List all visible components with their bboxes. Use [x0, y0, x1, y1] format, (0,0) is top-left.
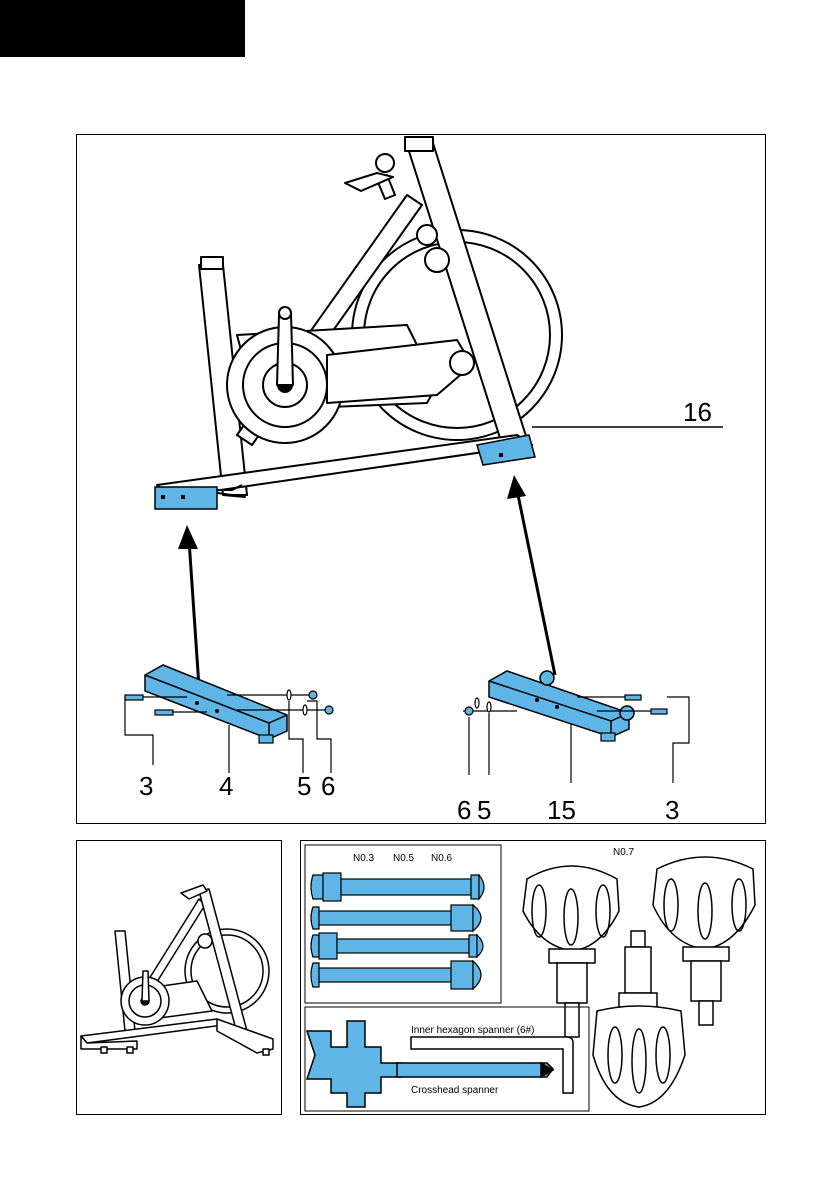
- bolt-4: [311, 961, 481, 989]
- label-rear-stabilizer: 15: [547, 795, 576, 825]
- mount-bracket-front: [155, 487, 217, 509]
- label-rear-washer: 5: [477, 795, 491, 825]
- assembled-bike-thumbnail: [77, 841, 283, 1116]
- hardware-label-6: N0.6: [431, 853, 453, 864]
- hardware-label-3: N0.3: [353, 853, 375, 864]
- crosshead-spanner-label: Crosshead spanner: [411, 1085, 499, 1096]
- label-front-nut: 6: [321, 771, 335, 801]
- assembled-bike-thumbnail-panel: [76, 840, 282, 1115]
- hardware-parts-panel: N0.3 N0.5 N0.6: [300, 840, 766, 1115]
- knob-label: N0.7: [613, 847, 635, 858]
- rear-mount-arrow: [507, 475, 555, 675]
- hardware-bolt-list: [311, 873, 484, 989]
- label-front-washer: 5: [297, 771, 311, 801]
- assembly-diagram: 16: [77, 135, 767, 825]
- bolt-3: [311, 933, 483, 959]
- hardware-label-5: N0.5: [393, 853, 415, 864]
- label-front-stabilizer: 4: [219, 771, 233, 801]
- adjustment-knob-2: [653, 857, 755, 1025]
- label-rear-nut: 6: [457, 795, 471, 825]
- rear-stabilizer-drawing: [463, 671, 689, 783]
- bolt-1: [311, 873, 484, 901]
- label-rear-bolt: 3: [665, 795, 679, 825]
- bolt-2: [311, 905, 481, 931]
- label-front-bolt: 3: [139, 771, 153, 801]
- step-header-tab: [0, 0, 245, 57]
- assembly-diagram-panel: 16: [76, 134, 766, 824]
- hex-spanner-label: Inner hexagon spanner (6#): [411, 1025, 534, 1036]
- hardware-parts-diagram: N0.3 N0.5 N0.6: [301, 841, 767, 1116]
- front-mount-arrow: [178, 525, 199, 687]
- front-stabilizer-drawing: [125, 665, 333, 773]
- frame-part-label: 16: [683, 397, 712, 427]
- adjustment-knob-3: [593, 931, 685, 1107]
